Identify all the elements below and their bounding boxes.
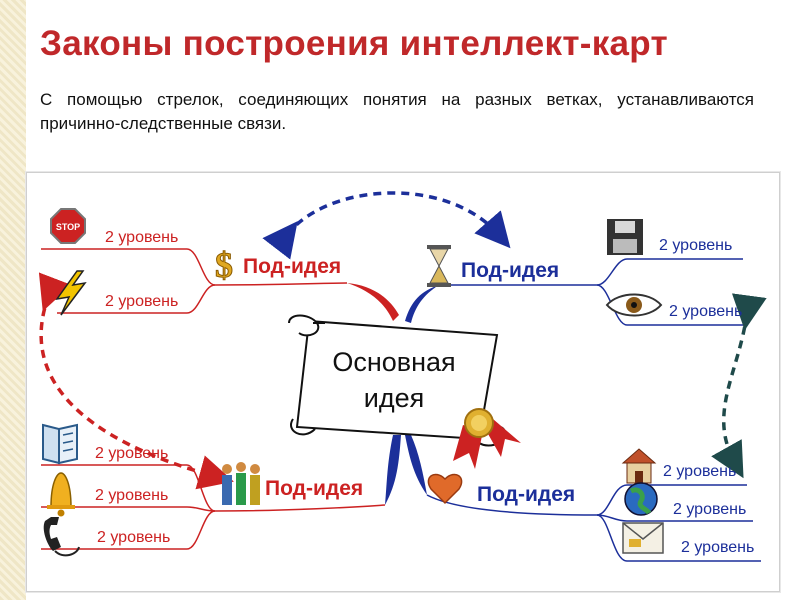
slide-title: Законы построения интеллект-карт xyxy=(40,24,668,63)
central-scroll xyxy=(288,314,507,447)
mind-map-diagram: STOP $ xyxy=(26,172,780,592)
slide-subtitle: С помощью стрелок, соединяющих понятия н… xyxy=(40,90,754,133)
bell-icon xyxy=(47,472,75,517)
eye-icon xyxy=(605,293,663,317)
branch-root-bottom-right xyxy=(405,435,427,495)
branch-root-bottom-left xyxy=(385,435,401,505)
leaf-bottom-left-3: 2 уровень xyxy=(97,529,171,546)
leaf-top-right-2: 2 уровень xyxy=(669,303,743,320)
sub-idea-bottom-right: Под-идея xyxy=(477,483,576,506)
leaf-top-right-1: 2 уровень xyxy=(659,237,733,254)
leaf-bottom-right-1: 2 уровень xyxy=(663,463,737,480)
central-idea-line1: Основная xyxy=(332,347,456,377)
leaf-bottom-right-2: 2 уровень xyxy=(673,501,747,518)
sub-idea-top-left: Под-идея xyxy=(243,255,342,278)
globe-icon xyxy=(624,482,658,516)
envelope-icon xyxy=(622,522,664,554)
leaf-top-left-2: 2 уровень xyxy=(105,293,179,310)
relation-arrow-right xyxy=(711,293,767,479)
leaf-line-top-left-1 xyxy=(41,248,216,286)
hourglass-icon xyxy=(427,245,451,287)
branch-line-top-left xyxy=(214,282,348,286)
central-idea-line2: идея xyxy=(363,383,425,413)
heart-icon xyxy=(427,473,463,505)
relation-arrow-top xyxy=(262,191,511,260)
leaf-line-bottom-left-3 xyxy=(41,510,216,550)
branch-root-top-right xyxy=(405,285,439,323)
leaf-bottom-right-3: 2 уровень xyxy=(681,539,755,556)
phone-icon xyxy=(43,517,80,557)
svg-text:$: $ xyxy=(215,245,233,285)
title-background xyxy=(28,16,778,80)
branch-root-top-left xyxy=(347,283,399,321)
ribbon-badge-icon xyxy=(453,408,521,469)
leaf-line-bottom-left-2 xyxy=(41,506,216,512)
leaf-bottom-left-2: 2 уровень xyxy=(95,487,169,504)
people-icon xyxy=(222,462,260,505)
floppy-disk-icon xyxy=(607,219,643,255)
house-icon xyxy=(621,448,657,484)
dollar-icon: $ xyxy=(215,245,234,286)
book-icon xyxy=(42,423,78,465)
relation-arrow-left xyxy=(38,272,234,490)
leaf-bottom-left-1: 2 уровень xyxy=(95,445,169,462)
leaf-line-bottom-right-2 xyxy=(596,514,753,522)
sub-idea-bottom-left: Под-идея xyxy=(265,477,364,500)
sub-idea-top-right: Под-идея xyxy=(461,259,560,282)
decorative-side-strip xyxy=(0,0,26,600)
svg-text:STOP: STOP xyxy=(56,222,80,232)
lightning-icon xyxy=(55,270,87,316)
leaf-top-left-1: 2 уровень xyxy=(105,229,179,246)
leaf-line-top-right-1 xyxy=(596,258,743,286)
stop-sign-icon: STOP xyxy=(50,208,86,244)
leaf-line-bottom-right-1 xyxy=(596,484,747,516)
mind-map-canvas: STOP $ xyxy=(38,191,767,562)
leaf-line-bottom-right-3 xyxy=(596,514,761,562)
branch-line-bottom-right xyxy=(426,494,598,516)
branch-line-bottom-left xyxy=(214,504,386,512)
